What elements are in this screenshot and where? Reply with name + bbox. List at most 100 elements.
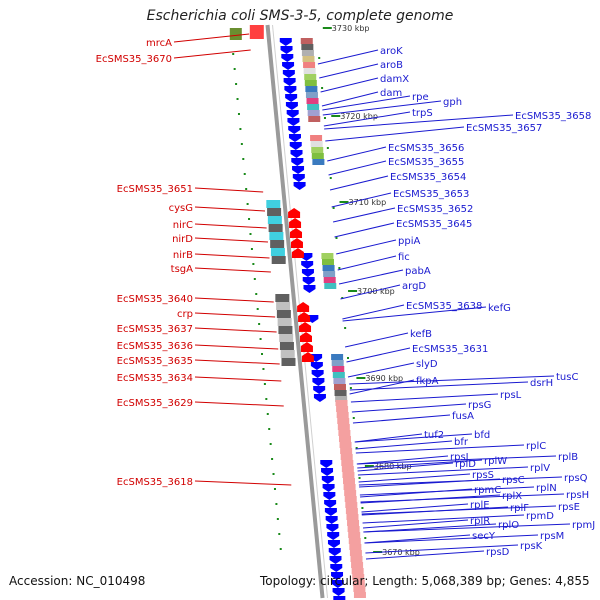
forward-gene-arrow [290,238,303,248]
forward-gene-arrow [289,218,302,228]
gene-feature-block [353,592,366,598]
right-label-connector [358,473,471,483]
gene-feature-block [337,424,350,430]
left-label-connector [194,206,266,212]
left-gene-label-EcSMS35_3651: EcSMS35_3651 [117,184,193,195]
right-gene-label-bfd: bfd [474,430,490,441]
right-label-connector [356,455,557,465]
tick-mark-left [233,68,236,70]
right-label-connector [328,160,387,176]
gene-feature-block [345,508,358,514]
reverse-gene-arrow [290,150,303,158]
gene-feature-block [302,56,315,62]
gene-feature-block [277,318,292,326]
right-gene-label-fic: fic [398,252,410,263]
right-gene-label-rpmC: rpmC [474,485,501,496]
right-label-connector [317,49,379,65]
reverse-gene-arrow [287,118,300,126]
right-gene-label-rpsL: rpsL [500,390,522,401]
left-label-connector [194,376,282,382]
right-gene-label-rplC: rplC [526,441,546,452]
reverse-gene-arrow [323,492,336,500]
gene-feature-block [340,448,353,454]
tick-mark-right [332,207,335,209]
right-label-connector [347,362,415,378]
right-label-connector [321,91,379,107]
right-label-connector [357,462,454,472]
tick-mark-left [265,398,268,400]
right-label-connector [354,433,473,443]
right-label-connector [365,544,519,554]
right-label-connector [363,523,571,533]
tick-mark-left [278,533,281,535]
tick-mark-left [235,83,238,85]
gene-feature-block [352,580,365,586]
tick-mark-right [318,57,321,59]
gene-feature-block [344,490,357,496]
tick-mark-left [256,308,259,310]
reverse-gene-arrow [312,378,325,386]
left-label-connector [194,401,284,407]
tick-mark-right [364,537,367,539]
tick-mark-left [261,353,264,355]
right-gene-label-aroB: aroB [380,60,403,71]
tick-mark-right [341,297,344,299]
right-gene-label-rplF: rplF [510,503,529,514]
tick-mark-left [249,233,252,235]
right-label-connector [331,192,392,208]
gene-feature-block [275,294,290,302]
right-gene-label-slyD: slyD [416,359,438,370]
gene-feature-block [279,334,294,342]
right-gene-label-rplE: rplE [470,500,490,511]
gene-feature-block [340,454,353,460]
right-gene-label-rplO: rplO [498,520,519,531]
right-gene-label-rpsJ: rpsJ [450,452,469,463]
gene-feature-block [301,50,314,56]
right-gene-label-ppiA: ppiA [398,236,420,247]
left-label-connector [194,253,270,259]
reverse-gene-arrow [320,460,333,468]
gene-feature-block [343,484,356,490]
reverse-gene-arrow [328,548,341,556]
right-label-connector [363,519,469,529]
tick-mark-right [352,417,355,419]
left-gene-label-nirC: nirC [173,220,193,231]
left-gene-label-EcSMS35_3618: EcSMS35_3618 [117,477,193,488]
gene-feature-block [338,436,351,442]
gene-feature-block [322,265,335,271]
gene-feature-block [332,372,345,378]
tick-mark-left [253,278,256,280]
gene-feature-block [333,384,346,390]
tick-mark-left [273,488,276,490]
gene-feature-block [321,253,334,259]
right-gene-label-EcSMS35_3645: EcSMS35_3645 [396,219,472,230]
left-gene-label-mrcA: mrcA [146,38,172,49]
tick-mark-left [275,503,278,505]
reverse-gene-arrow [322,484,335,492]
right-label-connector [349,381,529,391]
ruler-label: 3700 kbp [357,287,395,296]
right-label-connector [356,455,449,465]
right-gene-label-trpS: trpS [412,108,433,119]
gene-feature-block [270,240,285,248]
gene-feature-block [351,568,364,574]
right-label-connector [351,403,467,413]
right-gene-label-fkpA: fkpA [416,376,439,387]
right-label-connector [364,534,471,544]
gene-feature-block [351,562,364,568]
left-label-connector [194,267,271,273]
backbone-line [265,24,325,599]
left-gene-label-tsgA: tsgA [171,264,193,275]
right-gene-label-rplW: rplW [484,456,507,467]
left-gene-label-EcSMS35_3635: EcSMS35_3635 [117,356,193,367]
right-label-connector [355,440,453,450]
right-gene-label-bfr: bfr [454,437,469,448]
right-gene-label-EcSMS35_3653: EcSMS35_3653 [393,189,469,200]
right-label-connector [361,503,469,513]
right-label-connector [327,146,387,162]
gene-feature-block [352,574,365,580]
tick-mark-left [269,443,272,445]
left-gene-label-nirB: nirB [173,250,193,261]
